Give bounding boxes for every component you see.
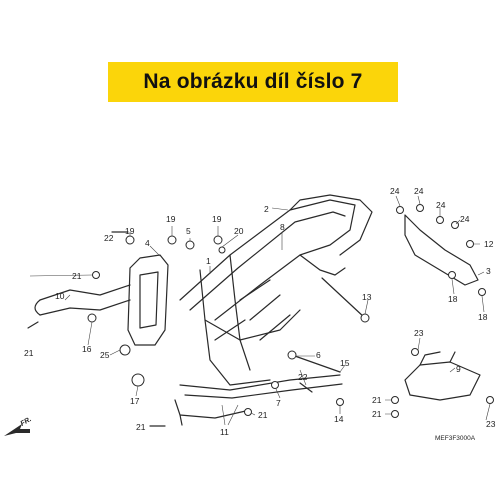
callout-7: 7 — [276, 398, 281, 408]
callout-23: 23 — [414, 328, 424, 338]
callout-numbers: 2 24 24 24 24 12 3 18 18 19 19 5 20 22 1… — [24, 186, 496, 437]
frame-rear-rail — [289, 194, 373, 256]
callout-14: 14 — [334, 414, 344, 424]
callout-19: 19 — [212, 214, 222, 224]
callout-15: 15 — [340, 358, 350, 368]
callout-3: 3 — [486, 266, 491, 276]
callout-24: 24 — [460, 214, 470, 224]
callout-12: 12 — [484, 239, 494, 249]
callout-4: 4 — [145, 238, 150, 248]
head-pipe-inner — [139, 271, 159, 329]
nut-20 — [218, 246, 226, 254]
nut-21-right — [391, 396, 399, 404]
diagram-code: MEF3F3000A — [435, 435, 476, 442]
callout-1: 1 — [206, 256, 211, 266]
callout-11: 11 — [220, 427, 229, 437]
callout-21: 21 — [72, 271, 82, 281]
callout-24: 24 — [390, 186, 400, 196]
lower-stay-inner — [419, 351, 456, 366]
nut-24c — [436, 216, 444, 224]
nut-19c — [213, 235, 223, 245]
callout-18: 18 — [478, 312, 488, 322]
lower-stay — [404, 361, 481, 401]
nut-18a — [448, 271, 456, 279]
callout-21: 21 — [372, 395, 382, 405]
step-bar — [174, 399, 251, 426]
frame-upper-rail — [179, 199, 356, 321]
bolt-head-16 — [87, 313, 97, 323]
callout-21: 21 — [372, 409, 382, 419]
frame-lattice — [214, 279, 291, 341]
frame-rear-subrail — [299, 254, 346, 276]
part-number-banner: Na obrázku díl číslo 7 — [108, 62, 398, 102]
leader-lines — [29, 195, 491, 426]
callout-18: 18 — [448, 294, 458, 304]
nut-13 — [360, 313, 370, 323]
frame-upper-rail-inner — [189, 211, 346, 311]
nut-18b — [478, 288, 486, 296]
callout-2: 2 — [264, 204, 269, 214]
nut-12 — [466, 240, 474, 248]
bolt-22b — [299, 382, 313, 393]
nut-24a — [396, 206, 404, 214]
callout-17: 17 — [130, 396, 140, 406]
head-pipe-bracket — [127, 254, 169, 346]
long-bolt — [321, 277, 366, 319]
rear-rod — [291, 354, 341, 373]
nut-14 — [336, 398, 344, 406]
callout-6: 6 — [316, 350, 321, 360]
frame-lower-tube — [179, 374, 341, 391]
collar-6 — [287, 350, 297, 360]
nut-23a — [411, 348, 419, 356]
callout-16: 16 — [82, 344, 92, 354]
nut-19b — [167, 235, 177, 245]
nut-21-step — [244, 408, 252, 416]
bolt-head-7 — [271, 381, 279, 389]
callout-13: 13 — [362, 292, 372, 302]
bolt-21 — [27, 321, 39, 329]
callout-21: 21 — [24, 348, 34, 358]
callout-20: 20 — [234, 226, 244, 236]
callout-21: 21 — [136, 422, 146, 432]
callout-19: 19 — [125, 226, 135, 236]
side-bracket — [404, 214, 479, 286]
nut-19a — [125, 235, 135, 245]
clamp-17 — [131, 373, 145, 387]
callout-9: 9 — [456, 364, 461, 374]
callout-24: 24 — [436, 200, 446, 210]
callout-21: 21 — [258, 410, 268, 420]
bolt-head-21 — [92, 271, 100, 279]
callout-5: 5 — [186, 226, 191, 236]
nut-24b — [416, 204, 424, 212]
front-cross-pipe — [39, 284, 131, 316]
banner-text: Na obrázku díl číslo 7 — [143, 70, 363, 93]
direction-label: FR. — [20, 416, 33, 428]
frame-down-tube — [199, 269, 271, 386]
frame-cross-member — [204, 309, 301, 341]
frame-down-tube-2 — [229, 254, 251, 371]
callout-22: 22 — [104, 233, 114, 243]
callout-19: 19 — [166, 214, 176, 224]
callout-10: 10 — [55, 291, 65, 301]
nut-21-bottom — [391, 410, 399, 418]
front-cross-pipe-end — [34, 299, 41, 316]
callout-25: 25 — [100, 350, 110, 360]
nut-5 — [185, 240, 195, 250]
arrow-icon — [4, 424, 30, 436]
callout-22: 22 — [298, 372, 308, 382]
callout-24: 24 — [414, 186, 424, 196]
frame-lower-tube-2 — [184, 383, 343, 399]
nut-23b — [486, 396, 494, 404]
front-direction-arrow: FR. — [4, 416, 33, 436]
callout-23: 23 — [486, 419, 496, 429]
clamp-25 — [119, 344, 131, 356]
callout-8: 8 — [280, 222, 285, 232]
